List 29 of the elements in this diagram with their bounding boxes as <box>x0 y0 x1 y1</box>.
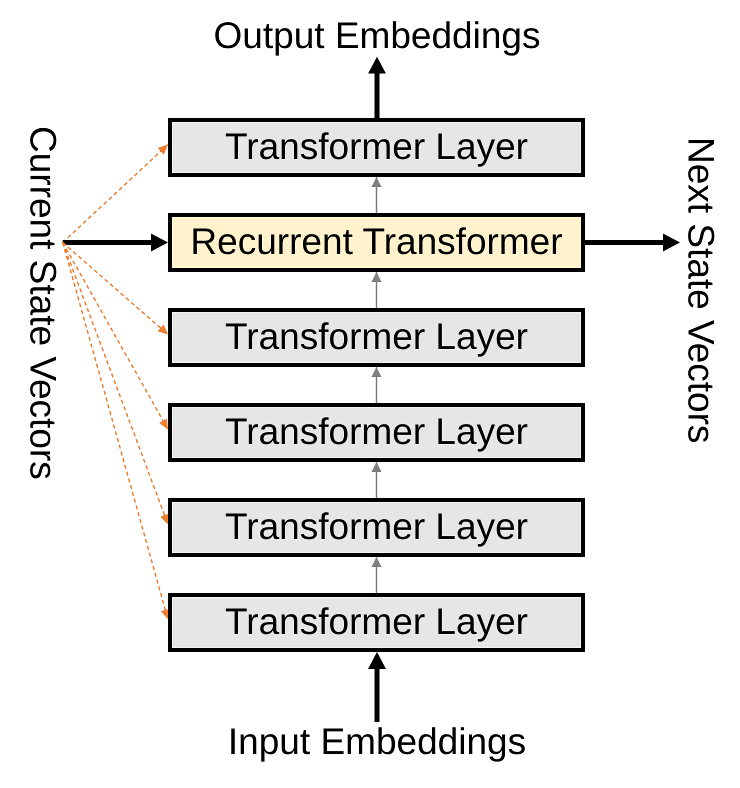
input-label: Input Embeddings <box>228 722 526 763</box>
arrow <box>372 367 382 403</box>
state-label: Next State Vectors <box>680 137 721 444</box>
arrow <box>585 234 680 252</box>
arrow <box>372 272 382 308</box>
dashed-arrow <box>62 242 168 336</box>
layer-label: Transformer Layer <box>225 507 528 548</box>
layer-label: Transformer Layer <box>225 317 528 358</box>
recurrent-box <box>168 213 585 272</box>
layer-label: Recurrent Transformer <box>190 222 563 263</box>
dashed-arrow <box>62 242 169 430</box>
arrow <box>372 557 382 593</box>
dashed-arrow <box>62 242 169 525</box>
dashed-arrow <box>62 242 170 620</box>
state-label: Current State Vectors <box>22 126 63 480</box>
arrow <box>372 177 382 213</box>
layer-box <box>168 593 585 652</box>
layer-box <box>168 118 585 177</box>
layer-box <box>168 308 585 367</box>
arrow <box>372 462 382 498</box>
layer-label: Transformer Layer <box>225 127 528 168</box>
output-label: Output Embeddings <box>213 16 541 57</box>
arrow <box>368 652 386 722</box>
layer-label: Transformer Layer <box>225 412 528 453</box>
arrow <box>62 234 168 252</box>
arrow <box>368 56 386 118</box>
layer-box <box>168 403 585 462</box>
layer-box <box>168 498 585 557</box>
layer-label: Transformer Layer <box>225 602 528 643</box>
